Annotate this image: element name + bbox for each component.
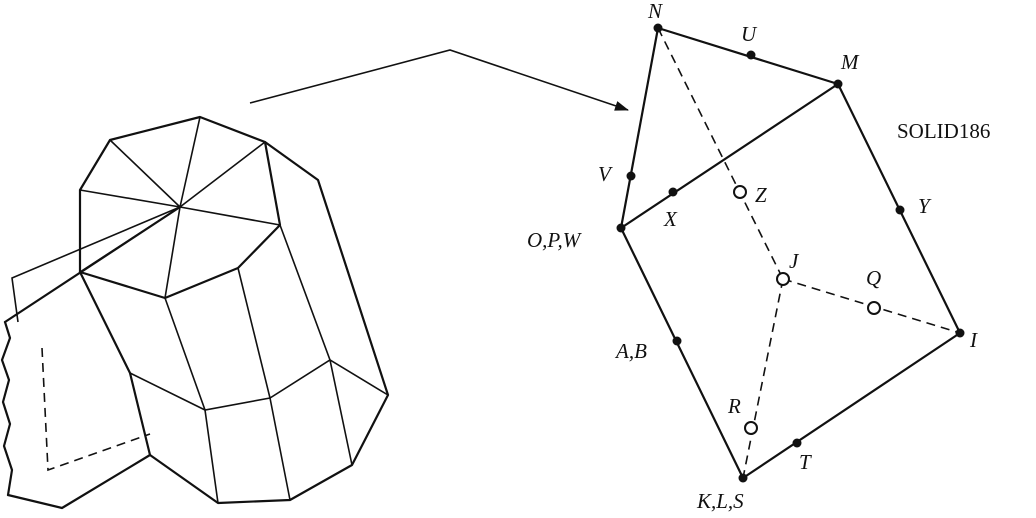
node-AB — [672, 336, 682, 346]
mesh-ring — [129, 359, 389, 411]
cut-edge — [0, 320, 14, 497]
pointer-arrow — [249, 49, 629, 111]
edge-N-O — [619, 26, 660, 230]
label-T: T — [799, 450, 812, 474]
edge-K-I — [741, 331, 962, 480]
element-geometry: N U M SOLID186 V Z Y X O,P,W J Q I A,B R… — [527, 0, 990, 513]
node-KLS — [738, 473, 748, 483]
label-AB: A,B — [614, 339, 647, 363]
label-M: M — [840, 50, 860, 74]
edge-O-M — [619, 82, 840, 230]
label-Y: Y — [918, 194, 932, 218]
hidden-edges — [41, 347, 151, 472]
label-X: X — [663, 207, 678, 231]
wedge-edge-upper — [11, 206, 181, 323]
edge-O-K — [619, 226, 745, 480]
label-V: V — [598, 162, 613, 186]
node-M — [833, 79, 843, 89]
side-edge-right — [279, 224, 353, 466]
side-edge-far — [317, 179, 349, 273]
node-Z — [733, 185, 747, 199]
label-J: J — [789, 249, 800, 273]
node-U — [746, 50, 756, 60]
node-OPW — [616, 223, 626, 233]
label-Z: Z — [755, 183, 767, 207]
label-KLS: K,L,S — [696, 489, 744, 513]
label-R: R — [727, 394, 741, 418]
node-Q — [867, 301, 881, 315]
node-Y — [895, 205, 905, 215]
node-T — [792, 438, 802, 448]
label-I: I — [969, 328, 978, 352]
element-type-label: SOLID186 — [897, 119, 990, 143]
hidden-edge-N-J — [657, 27, 784, 280]
side-edge-mid-right — [237, 267, 291, 501]
node-J — [776, 272, 790, 286]
hidden-edge-J-K — [742, 278, 784, 479]
label-N: N — [647, 0, 663, 23]
node-N — [653, 23, 663, 33]
label-OPW: O,P,W — [527, 228, 583, 252]
node-V — [626, 171, 636, 181]
node-I — [955, 328, 965, 338]
top-face-spokes — [79, 116, 281, 299]
node-R — [744, 421, 758, 435]
outer-silhouette — [148, 140, 390, 505]
label-Q: Q — [866, 266, 881, 290]
label-U: U — [741, 22, 758, 46]
wedge-bottom-edge — [6, 453, 152, 510]
node-X — [668, 187, 678, 197]
side-edge-left — [78, 270, 152, 457]
meshed-solid-body — [0, 115, 390, 510]
